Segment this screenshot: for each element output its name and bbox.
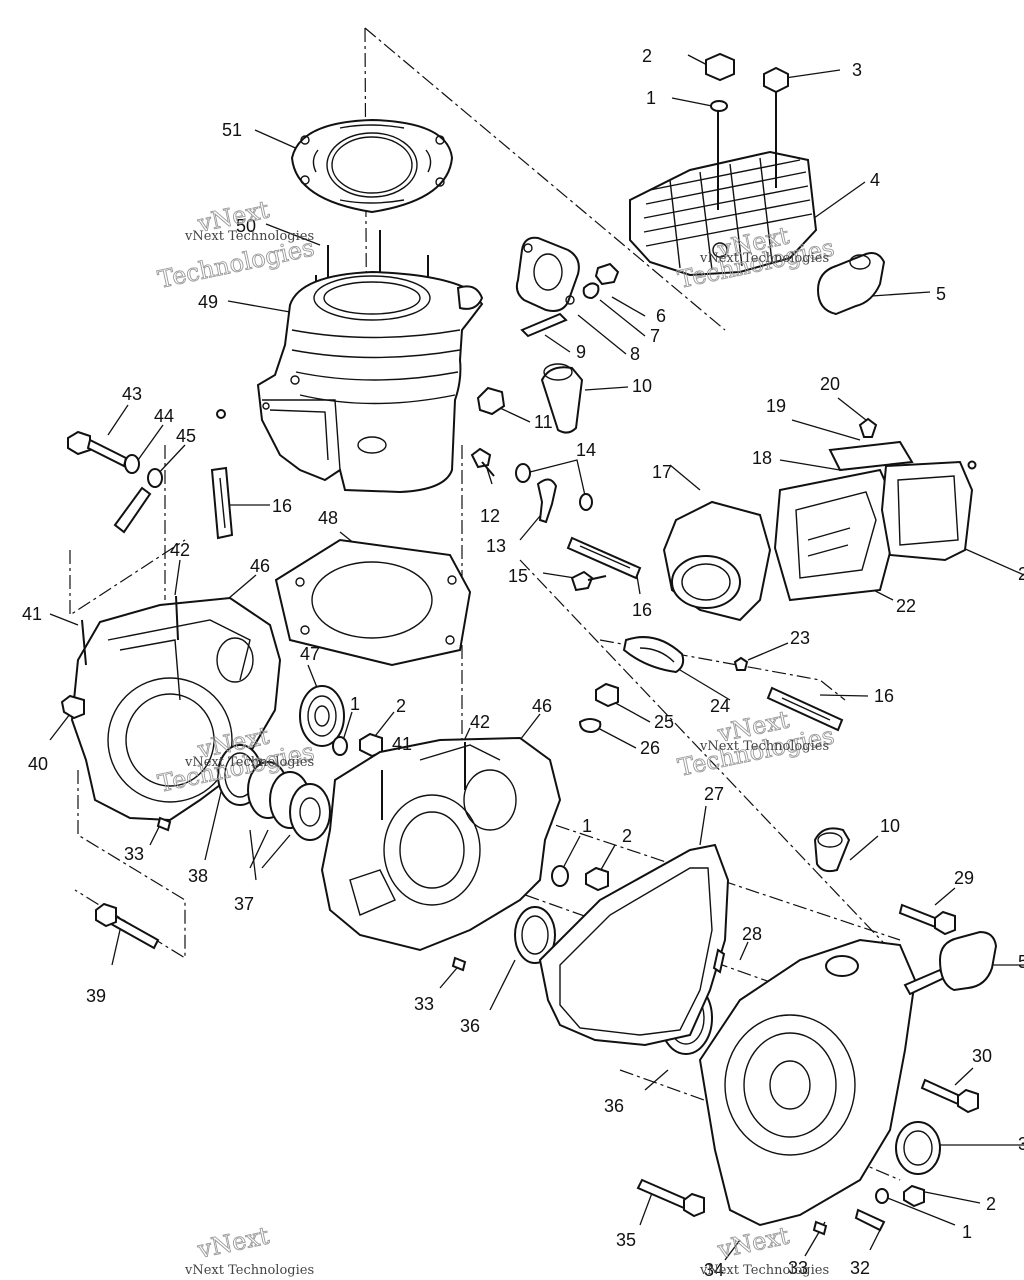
- callout-33: 33: [788, 1258, 808, 1278]
- callout-51: 51: [222, 120, 242, 140]
- callout-24: 24: [710, 696, 730, 716]
- callout-10: 10: [632, 376, 652, 396]
- callout-10: 10: [880, 816, 900, 836]
- callout-1: 1: [962, 1222, 972, 1242]
- callout-42: 42: [170, 540, 190, 560]
- callout-1: 1: [350, 694, 360, 714]
- watermark-small-b: vNext Technologies: [699, 251, 829, 266]
- callout-32: 32: [850, 1258, 870, 1278]
- callout-13: 13: [486, 536, 506, 556]
- callout-2: 2: [642, 46, 652, 66]
- callout-38: 38: [188, 866, 208, 886]
- callout-49: 49: [198, 292, 218, 312]
- callout-48: 48: [318, 508, 338, 528]
- watermark-line1-e: vNext: [194, 1221, 272, 1264]
- watermark-small-d: vNext Technologies: [184, 755, 314, 770]
- callout-50: 50: [236, 216, 256, 236]
- callout-30: 30: [972, 1046, 992, 1066]
- callout-4: 4: [870, 170, 880, 190]
- callout-47: 47: [300, 644, 320, 664]
- callout-35: 35: [616, 1230, 636, 1250]
- callout-2: 2: [1018, 564, 1024, 584]
- callout-5: 5: [1018, 952, 1024, 972]
- cylinder: [216, 230, 484, 494]
- callout-16: 16: [272, 496, 292, 516]
- crankcase-cover: [95, 827, 998, 1236]
- callout-2: 2: [986, 1194, 996, 1214]
- callout-14: 14: [576, 440, 596, 460]
- callout-23: 23: [790, 628, 810, 648]
- callout-18: 18: [752, 448, 772, 468]
- watermark-small-a: vNext Technologies: [184, 229, 314, 244]
- callout-2: 2: [622, 826, 632, 846]
- callout-1: 1: [582, 816, 592, 836]
- callout-12: 12: [480, 506, 500, 526]
- callout-26: 26: [640, 738, 660, 758]
- cylinder-base-gasket: [274, 538, 472, 667]
- callout-37: 37: [234, 894, 254, 914]
- watermark-small-c: vNext Technologies: [699, 739, 829, 754]
- watermarks: vNext Technologies vNext Technologies vN…: [155, 195, 837, 1278]
- callout-7: 7: [650, 326, 660, 346]
- callout-11: 11: [534, 412, 553, 432]
- callout-20: 20: [820, 374, 840, 394]
- right-crankcase: [320, 682, 619, 972]
- left-bolts: [67, 430, 163, 534]
- crankcase-gasket: [538, 843, 730, 1047]
- callout-36: 36: [460, 1016, 480, 1036]
- callout-34: 34: [704, 1260, 724, 1280]
- callout-41: 41: [22, 604, 42, 624]
- callout-43: 43: [122, 384, 142, 404]
- callout-27: 27: [704, 784, 724, 804]
- callout-5: 5: [936, 284, 946, 304]
- callout-42: 42: [470, 712, 490, 732]
- watermark-line1-f: vNext: [714, 1221, 792, 1264]
- callout-6: 6: [656, 306, 666, 326]
- callout-40: 40: [28, 754, 48, 774]
- cylinder-head-gasket: [290, 118, 454, 214]
- callout-15: 15: [508, 566, 528, 586]
- callout-16: 16: [874, 686, 894, 706]
- callout-3: 3: [852, 60, 862, 80]
- reed-valve-assembly: [210, 417, 977, 732]
- callout-46: 46: [250, 556, 270, 576]
- callout-1: 1: [646, 88, 656, 108]
- callout-41: 41: [392, 734, 412, 754]
- watermark-small-f: vNext Technologies: [699, 1263, 829, 1278]
- callout-19: 19: [766, 396, 786, 416]
- callout-33: 33: [124, 844, 144, 864]
- callout-36: 36: [604, 1096, 624, 1116]
- callout-9: 9: [576, 342, 586, 362]
- callout-46: 46: [532, 696, 552, 716]
- callout-31: 31: [1018, 1134, 1024, 1154]
- callout-29: 29: [954, 868, 974, 888]
- callout-28: 28: [742, 924, 762, 944]
- cylinder-head: [629, 52, 818, 277]
- callout-8: 8: [630, 344, 640, 364]
- exhaust-flange: [476, 236, 620, 434]
- callout-22: 22: [896, 596, 916, 616]
- callout-45: 45: [176, 426, 196, 446]
- callout-16: 16: [632, 600, 652, 620]
- bearings: [217, 685, 383, 841]
- callout-labels: 5150492314567891011121314151616161718192…: [22, 46, 1024, 1280]
- watermark-small-e: vNext Technologies: [184, 1263, 314, 1278]
- elbow-fitting-top: [816, 252, 886, 316]
- callout-33: 33: [414, 994, 434, 1014]
- callout-2: 2: [396, 696, 406, 716]
- callout-44: 44: [154, 406, 174, 426]
- callout-39: 39: [86, 986, 106, 1006]
- callout-25: 25: [654, 712, 674, 732]
- callout-17: 17: [652, 462, 672, 482]
